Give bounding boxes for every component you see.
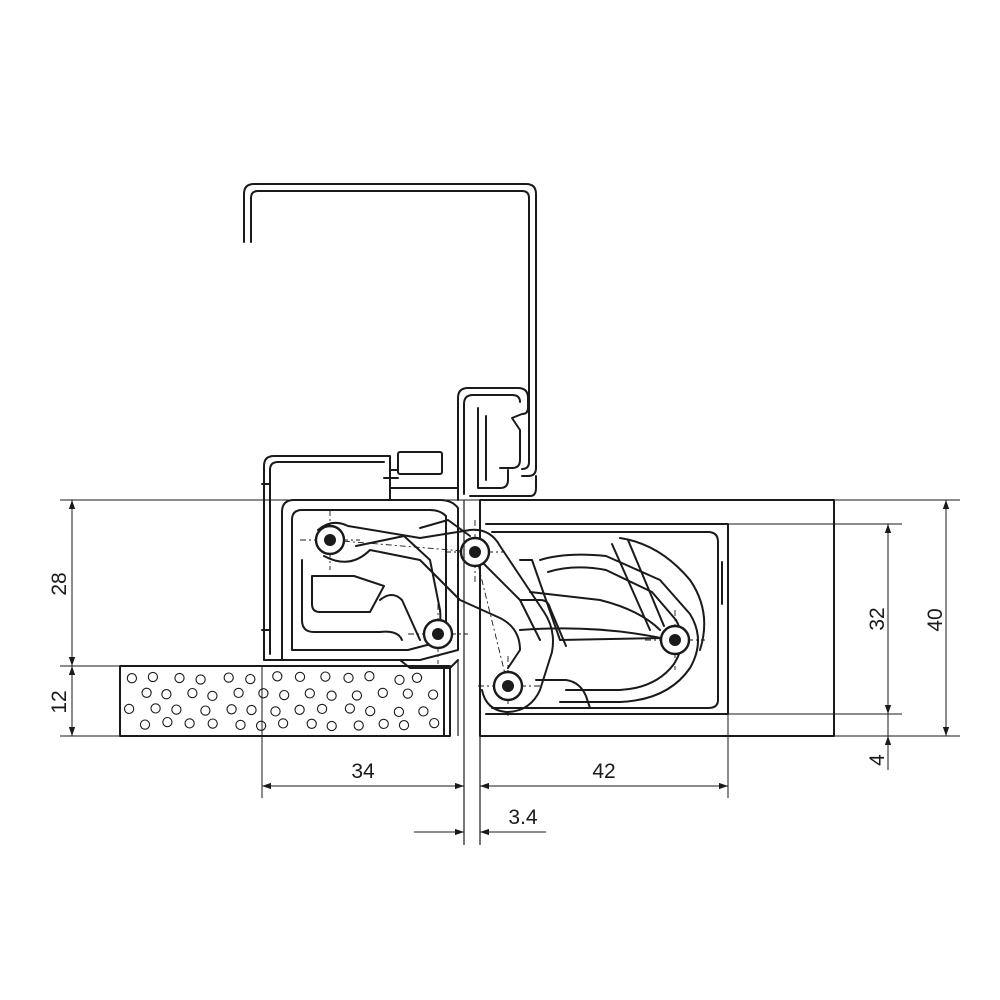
dim-42: 42: [592, 760, 615, 783]
dim-12: 12: [48, 690, 71, 713]
pivot-pin-1: [314, 524, 346, 556]
dim-3-4: 3.4: [508, 806, 538, 829]
dim-28: 28: [48, 572, 71, 595]
pivot-pin-2: [459, 536, 491, 568]
linkage-arms: [317, 519, 671, 713]
pivot-pin-3: [422, 618, 454, 650]
pivot-pin-4: [659, 624, 691, 656]
pivot-pins: [314, 524, 691, 702]
pivot-pin-5: [492, 670, 524, 702]
right-hinge-housing: [479, 499, 835, 737]
door-leaf-board: [119, 665, 451, 737]
dim-34: 34: [351, 760, 375, 783]
dim-32: 32: [866, 607, 889, 630]
dim-4: 4: [866, 754, 889, 766]
door-frame-profile: [243, 183, 537, 501]
dim-40: 40: [924, 608, 947, 631]
dimensions: 28 12 34 42 3.4 32 40 4: [48, 499, 960, 836]
reference-lines: [457, 500, 481, 845]
